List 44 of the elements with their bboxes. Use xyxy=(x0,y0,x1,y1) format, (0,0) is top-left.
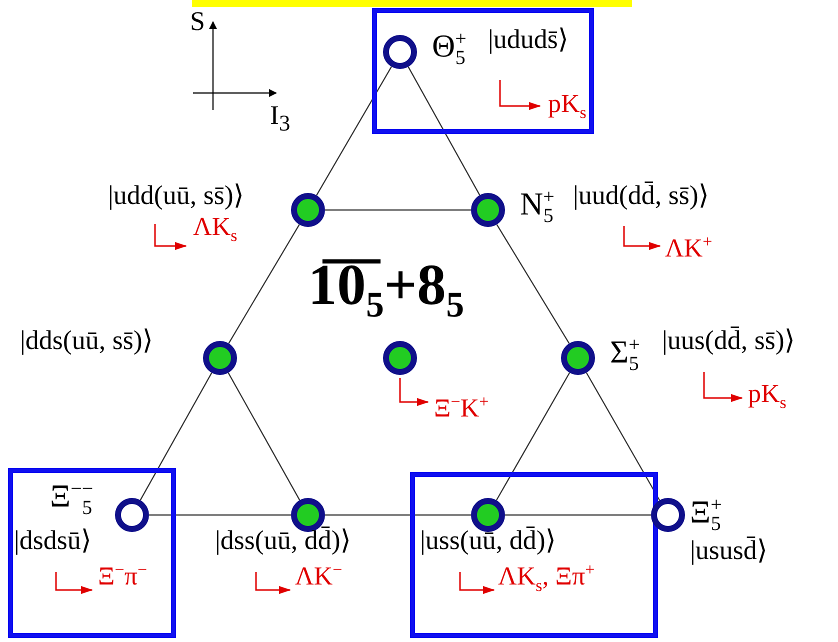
weight-circle xyxy=(651,498,685,532)
connector-line xyxy=(325,514,471,516)
decay-products: pK$_{s}$ xyxy=(748,380,786,414)
connector-line xyxy=(140,372,212,500)
weight-circle xyxy=(561,341,595,375)
weight-circle xyxy=(383,35,417,69)
quark-state: |uus(dd̄, ss̄)⟩ xyxy=(662,325,795,355)
connector-line xyxy=(586,372,660,501)
connector-line xyxy=(505,514,651,516)
decay-products: ΛK$_{s}$ xyxy=(193,213,238,248)
quark-state: |uud(dd̄, ss̄)⟩ xyxy=(573,180,709,210)
highlight-frame xyxy=(410,472,658,638)
quark-state: |dds(uū, ss̄)⟩ xyxy=(20,325,153,355)
connector-line xyxy=(228,224,300,344)
decay-products: pK$_{s}$ xyxy=(548,90,586,124)
axis-label: S xyxy=(190,6,206,36)
connector-line xyxy=(228,372,300,500)
connector-line xyxy=(325,209,471,211)
weight-circle xyxy=(383,341,417,375)
connector-line xyxy=(149,514,291,516)
highlight-frame xyxy=(372,8,594,134)
connector-line xyxy=(316,66,392,196)
quark-state: |dsdsū⟩ xyxy=(14,525,92,555)
decay-products: Ξ$^{−}$K$^{+}$ xyxy=(434,391,489,423)
weight-circle xyxy=(291,193,325,227)
connector-line xyxy=(496,224,570,344)
weight-circle xyxy=(115,498,149,532)
decay-products: ΛK$^{−}$ xyxy=(295,559,342,591)
connector-line xyxy=(496,372,570,501)
quark-state: |ususd̄⟩ xyxy=(690,535,768,565)
decay-products: ΛK$_{s}$, Ξπ$^{+}$ xyxy=(498,559,595,597)
axis-label: I$_{3}$ xyxy=(270,100,290,138)
quark-state: |udd(uū, ss̄)⟩ xyxy=(108,180,244,210)
quark-state: |uss(uū, dd̄)⟩ xyxy=(420,525,556,555)
quark-state: |ududs̄⟩ xyxy=(488,24,568,54)
quark-state: |dss(uū, dd̄)⟩ xyxy=(215,525,351,555)
decay-products: ΛK$^{+}$ xyxy=(665,231,712,263)
decay-products: Ξ$^{−}$π$^{−}$ xyxy=(98,559,148,591)
weight-circle xyxy=(203,341,237,375)
weight-circle xyxy=(471,193,505,227)
highlight-frame xyxy=(8,468,176,638)
weight-circle xyxy=(471,498,505,532)
connector-line xyxy=(408,66,480,196)
multiplet-label: 1̅0̅$_{5}$+8$_{5}$ xyxy=(308,255,464,327)
